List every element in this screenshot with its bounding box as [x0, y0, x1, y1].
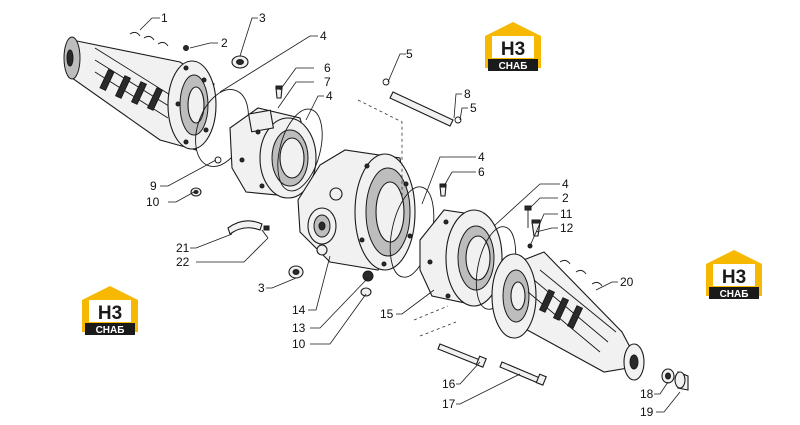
seal-18 — [661, 368, 675, 384]
callout-21: 21 — [176, 241, 190, 255]
callout-9: 9 — [150, 179, 157, 193]
logo-mark-text: H3 — [501, 39, 525, 60]
logo-brand-text: СНАБ — [499, 61, 528, 72]
bracket-21 — [227, 220, 263, 235]
pin-shaft-8 — [382, 78, 462, 127]
logo-brand-text: СНАБ — [96, 325, 125, 336]
callout-8: 8 — [464, 87, 471, 101]
right-carrier-housing — [419, 209, 503, 307]
callout-7: 7 — [324, 75, 331, 89]
plug-10-left — [190, 187, 202, 197]
callout-labels: 1 2 3 4 5 6 7 4 8 5 9 10 4 6 4 2 11 12 2… — [146, 11, 654, 419]
callout-4c: 4 — [478, 150, 485, 164]
left-carrier-housing — [229, 107, 317, 199]
callout-14: 14 — [292, 303, 306, 317]
callout-12: 12 — [560, 221, 574, 235]
callout-10b: 10 — [292, 337, 306, 351]
alignment-dashes — [357, 99, 457, 337]
callout-17: 17 — [442, 397, 456, 411]
left-axle-housing — [63, 31, 217, 151]
brand-logo-top: H3 СНАБ — [485, 22, 541, 72]
callout-11: 11 — [560, 207, 573, 221]
breather-6-lower — [439, 183, 447, 197]
bolt-17 — [499, 361, 547, 386]
logo-mark-text: H3 — [722, 267, 746, 288]
callout-13: 13 — [292, 321, 306, 335]
bolt-16 — [437, 343, 487, 368]
screw-2-top — [183, 45, 189, 51]
right-axle-housing — [491, 251, 645, 381]
center-axle-housing — [297, 149, 416, 271]
plug-10-center — [360, 287, 372, 297]
callout-4b: 4 — [326, 89, 333, 103]
plug-3-lower — [288, 265, 304, 279]
bushing-19 — [674, 371, 689, 391]
leader-lines — [139, 17, 681, 413]
callout-1: 1 — [161, 11, 168, 25]
o-ring-9 — [214, 156, 222, 164]
bolt-22 — [261, 225, 270, 239]
callout-18: 18 — [640, 387, 654, 401]
logo-mark-text: H3 — [98, 303, 122, 324]
callout-4d: 4 — [562, 177, 569, 191]
screw-2-right — [524, 205, 532, 228]
callout-19: 19 — [640, 405, 654, 419]
callout-20: 20 — [620, 275, 634, 289]
callout-6a: 6 — [324, 61, 331, 75]
callout-4a: 4 — [320, 29, 327, 43]
breather-6-top — [275, 85, 283, 99]
callout-3b: 3 — [258, 281, 265, 295]
plug-3-top — [231, 55, 249, 69]
callout-16: 16 — [442, 377, 456, 391]
callout-3a: 3 — [259, 11, 266, 25]
plug-13 — [362, 270, 374, 282]
callout-2a: 2 — [221, 36, 228, 50]
brand-logo-left: H3 СНАБ — [82, 286, 138, 336]
brand-logo-right: H3 СНАБ — [706, 250, 762, 300]
callout-5a: 5 — [406, 47, 413, 61]
callout-10a: 10 — [146, 195, 160, 209]
breather-12 — [531, 219, 541, 237]
callout-2b: 2 — [562, 191, 569, 205]
callout-6b: 6 — [478, 165, 485, 179]
logo-brand-text: СНАБ — [720, 289, 749, 300]
callout-5b: 5 — [470, 101, 477, 115]
callout-15: 15 — [380, 307, 394, 321]
callout-22: 22 — [176, 255, 190, 269]
